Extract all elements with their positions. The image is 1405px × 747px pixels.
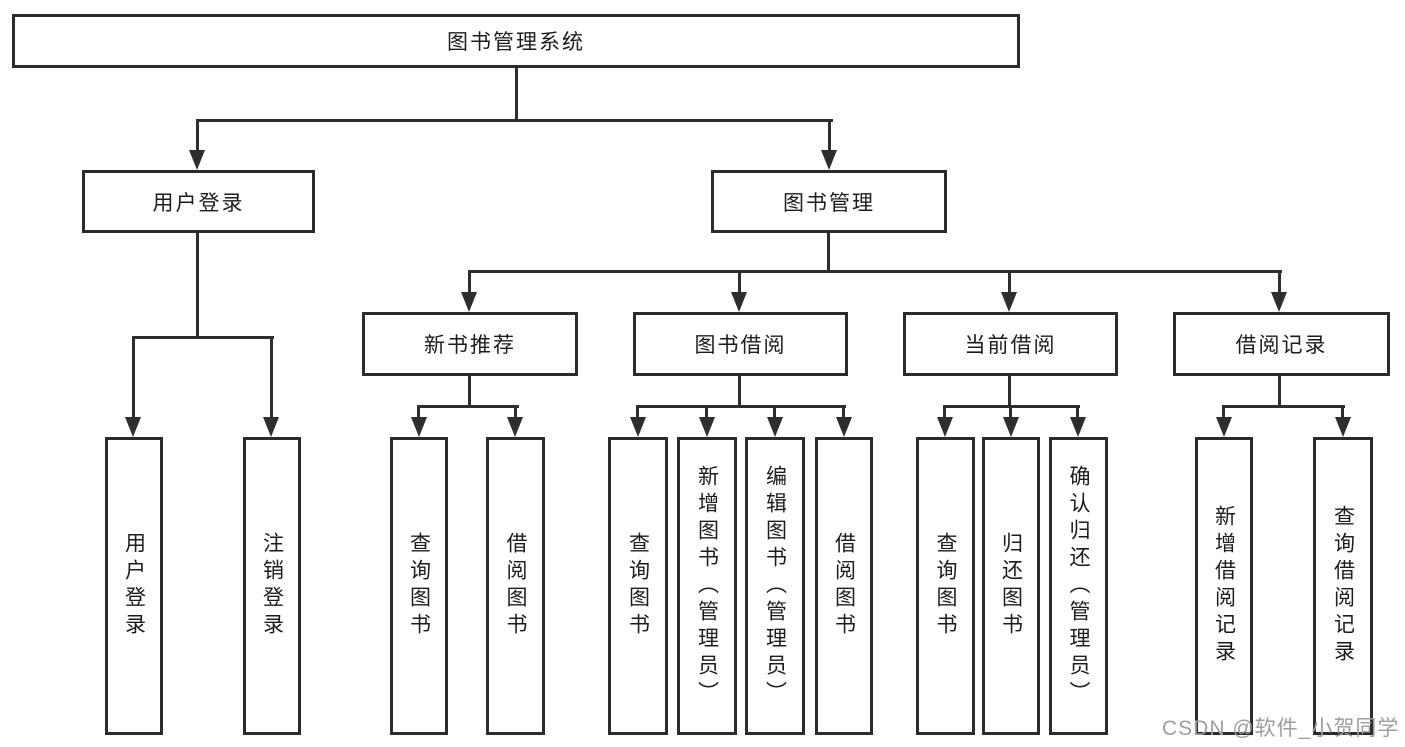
node-user-login: 用户登录 xyxy=(82,170,315,233)
leaf-user-login: 用户登录 xyxy=(105,437,163,735)
leaf-query-borrow-record: 查询借阅记录 xyxy=(1313,437,1373,735)
arrow-down-icon xyxy=(507,417,523,437)
connector-line xyxy=(1009,405,1012,419)
connector-line xyxy=(417,405,519,408)
leaf-return-books: 归还图书 xyxy=(982,437,1040,735)
arrow-down-icon xyxy=(125,417,141,437)
connector-line xyxy=(515,68,518,121)
connector-line xyxy=(468,270,1282,273)
connector-line xyxy=(514,405,517,419)
connector-line xyxy=(1278,376,1281,407)
arrow-down-icon xyxy=(1271,292,1287,312)
connector-line xyxy=(842,405,845,419)
connector-line xyxy=(1008,270,1011,294)
connector-line xyxy=(270,336,273,419)
connector-line xyxy=(468,376,471,407)
connector-line xyxy=(1341,405,1344,419)
connector-line xyxy=(132,336,274,339)
connector-line xyxy=(196,119,833,122)
arrow-down-icon xyxy=(1003,417,1019,437)
leaf-add-borrow-record: 新增借阅记录 xyxy=(1195,437,1253,735)
node-new-book-recommend: 新书推荐 xyxy=(362,312,578,376)
connector-line xyxy=(417,405,420,419)
arrow-down-icon xyxy=(189,150,205,170)
arrow-down-icon xyxy=(699,417,715,437)
connector-line xyxy=(636,405,639,419)
arrow-down-icon xyxy=(1070,417,1086,437)
connector-line xyxy=(196,233,199,338)
node-borrow-records: 借阅记录 xyxy=(1173,312,1390,376)
connector-line xyxy=(196,119,199,153)
connector-line xyxy=(1278,270,1281,294)
leaf-add-books-admin: 新增图书（管理员） xyxy=(677,437,737,735)
connector-line xyxy=(1076,405,1079,419)
arrow-down-icon xyxy=(411,417,427,437)
arrow-down-icon xyxy=(937,417,953,437)
arrow-down-icon xyxy=(1335,417,1351,437)
leaf-edit-books-admin: 编辑图书（管理员） xyxy=(745,437,805,735)
leaf-query-books-borrowing: 查询图书 xyxy=(608,437,668,735)
connector-line xyxy=(738,270,741,294)
leaf-logout: 注销登录 xyxy=(243,437,301,735)
arrow-down-icon xyxy=(731,292,747,312)
node-book-borrowing: 图书借阅 xyxy=(633,312,848,376)
arrow-down-icon xyxy=(836,417,852,437)
connector-line xyxy=(773,405,776,419)
node-current-borrowing: 当前借阅 xyxy=(903,312,1118,376)
connector-line xyxy=(636,405,846,408)
connector-line xyxy=(1008,376,1011,407)
connector-line xyxy=(943,405,946,419)
connector-line xyxy=(705,405,708,419)
leaf-borrow-books-newbook: 借阅图书 xyxy=(486,437,545,735)
connector-line xyxy=(827,233,830,272)
connector-line xyxy=(468,270,471,294)
connector-line xyxy=(1222,405,1225,419)
node-book-management: 图书管理 xyxy=(711,170,947,233)
arrow-down-icon xyxy=(1216,417,1232,437)
leaf-query-books-newbook: 查询图书 xyxy=(390,437,448,735)
connector-line xyxy=(132,336,135,419)
leaf-query-books-current: 查询图书 xyxy=(916,437,975,735)
leaf-borrow-books-borrowing: 借阅图书 xyxy=(815,437,873,735)
arrow-down-icon xyxy=(630,417,646,437)
csdn-watermark: CSDN @软件_小贺同学 xyxy=(1162,717,1400,740)
arrow-down-icon xyxy=(1001,292,1017,312)
connector-line xyxy=(1222,405,1345,408)
arrow-down-icon xyxy=(767,417,783,437)
connector-line xyxy=(738,376,741,407)
arrow-down-icon xyxy=(263,417,279,437)
connector-line xyxy=(828,119,831,153)
arrow-down-icon xyxy=(821,150,837,170)
node-library-system: 图书管理系统 xyxy=(12,14,1020,68)
leaf-confirm-return-admin: 确认归还（管理员） xyxy=(1049,437,1108,735)
arrow-down-icon xyxy=(461,292,477,312)
